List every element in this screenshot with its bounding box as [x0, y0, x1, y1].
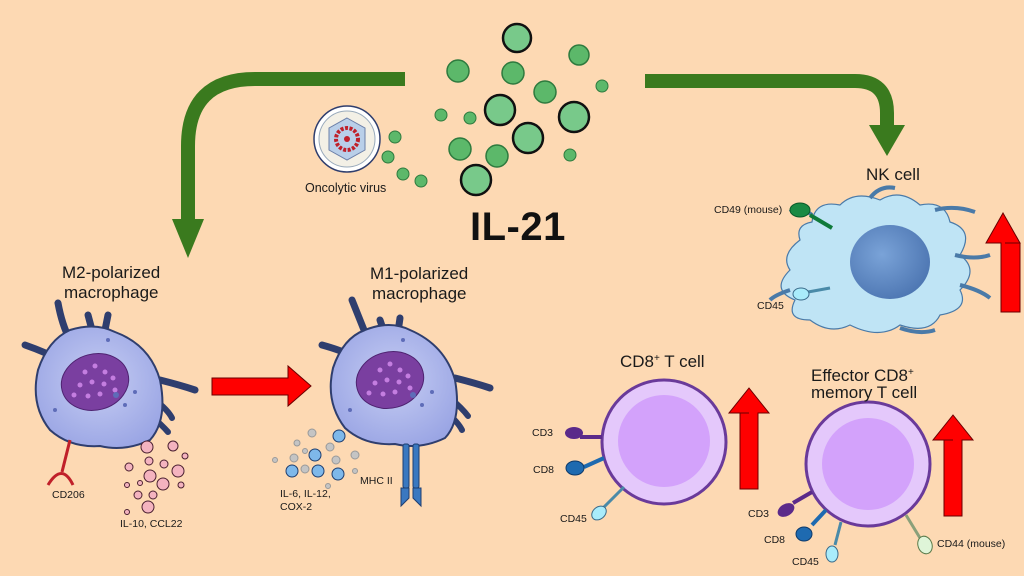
cd8-marker-cd8: CD8 [533, 464, 555, 476]
m1-title-line2: macrophage [372, 284, 467, 303]
m2-macrophage-cell [21, 299, 199, 486]
il21-cytokines [381, 22, 609, 197]
cd8-title-sup: + [654, 353, 660, 364]
cd8-t-cell [565, 378, 728, 521]
nk-increase-arrow [985, 211, 1021, 313]
memory-title-line1: Effector CD8+ [811, 363, 914, 386]
memory-marker-cd3: CD3 [748, 508, 770, 520]
cd8-title-main: CD8 [620, 352, 655, 371]
m1-macrophage-cell [318, 296, 494, 508]
cd8-title-rest: T cell [659, 352, 705, 371]
nk-marker-cd45: CD45 [757, 300, 784, 312]
m1-secreted-cytokines [272, 428, 360, 489]
memory-marker-cd45: CD45 [792, 556, 819, 568]
il21-label: IL-21 [470, 205, 566, 249]
m1-title-line1: M1-polarized [370, 264, 469, 283]
memory-t-cell [777, 400, 933, 563]
arrow-il21-to-m2 [172, 72, 405, 258]
nk-marker-cd49: CD49 (mouse) [714, 204, 783, 216]
m2-secreted-label: IL-10, CCL22 [120, 518, 183, 530]
mhc-ii-label: MHC II [360, 475, 393, 487]
nk-cell [768, 185, 992, 335]
cd8-marker-cd45: CD45 [560, 513, 587, 525]
memory-marker-cd8: CD8 [764, 534, 786, 546]
memory-marker-cd44: CD44 (mouse) [937, 538, 1006, 550]
arrow-il21-to-nk [645, 74, 905, 156]
cd206-label: CD206 [52, 489, 85, 501]
m1-secreted-label-line2: COX-2 [280, 501, 313, 513]
cd8-marker-cd3: CD3 [532, 427, 554, 439]
memory-title-sup: + [908, 367, 914, 378]
memory-increase-arrow [931, 414, 975, 517]
cd8-increase-arrow [727, 387, 771, 490]
oncolytic-virus-label: Oncolytic virus [305, 181, 387, 195]
oncolytic-virus-icon [313, 105, 381, 173]
m2-title-line2: macrophage [64, 283, 159, 302]
cd8-title: CD8+ T cell [620, 349, 705, 372]
nk-title: NK cell [866, 165, 920, 184]
m2-title-line1: M2-polarized [62, 263, 161, 282]
m1-secreted-label-line1: IL-6, IL-12, [280, 488, 331, 500]
m2-secreted-cytokines [124, 440, 189, 515]
arrow-m2-to-m1 [211, 364, 312, 408]
memory-title-line2: memory T cell [811, 383, 918, 402]
memory-title-main: Effector CD8 [811, 366, 909, 385]
